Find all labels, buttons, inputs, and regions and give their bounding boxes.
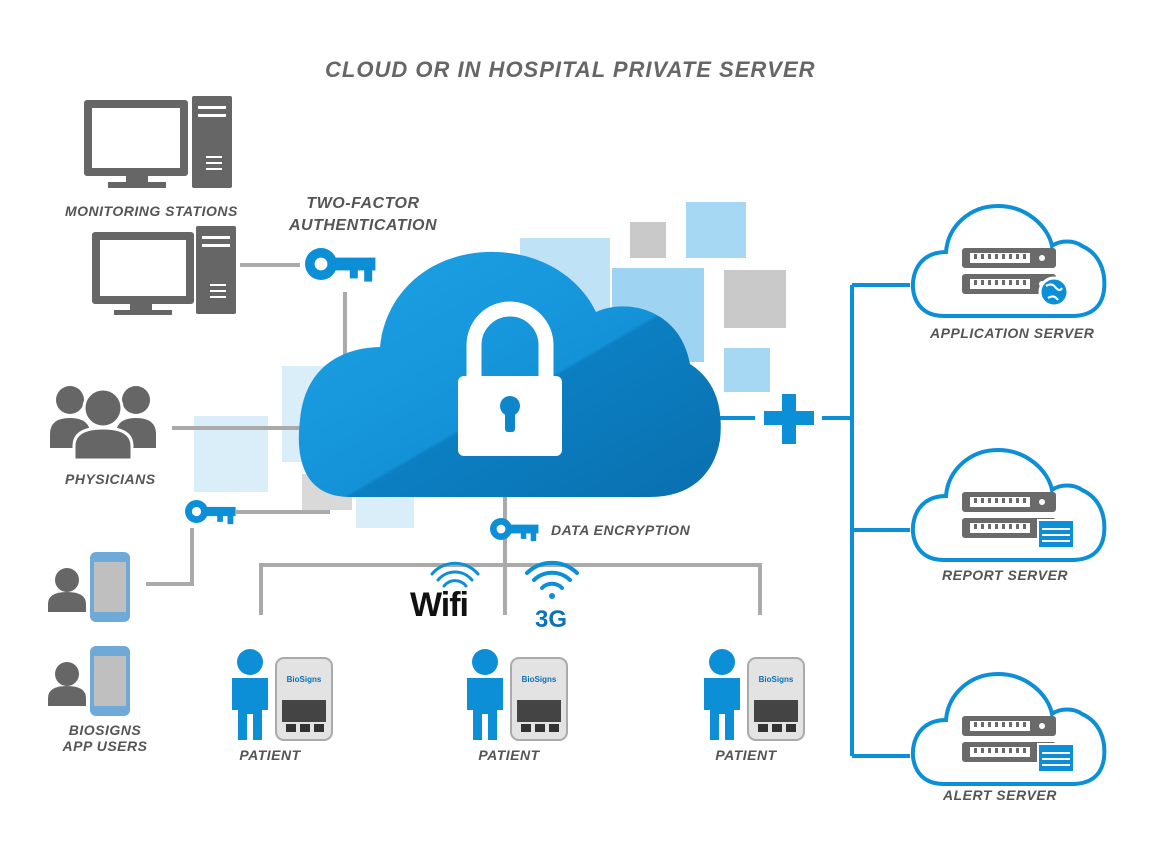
application-server-cloud — [910, 203, 1107, 318]
monitoring-stations-label: MONITORING STATIONS — [65, 203, 238, 219]
connector-lines — [146, 263, 762, 615]
alert-server-label: ALERT SERVER — [943, 787, 1057, 803]
decorative-squares — [194, 202, 786, 528]
patient-with-device: BioSigns — [232, 649, 333, 741]
report-server-label: REPORT SERVER — [942, 567, 1069, 583]
app-users-line-1: BIOSIGNS — [68, 722, 142, 738]
app-user-icon — [48, 552, 130, 622]
patient-with-device: BioSigns — [467, 649, 568, 741]
patient-label: PATIENT — [478, 747, 540, 763]
server-bus-lines — [720, 283, 910, 758]
device-brand-label: BioSigns — [759, 675, 794, 684]
key-icon — [305, 248, 376, 282]
physicians-label: PHYSICIANS — [65, 471, 156, 487]
monitoring-station-computer — [84, 96, 232, 188]
two-factor-authentication-label: TWO-FACTOR AUTHENTICATION — [263, 193, 463, 237]
key-icon — [490, 518, 539, 542]
alert-server-cloud — [910, 671, 1107, 786]
physicians-group-icon — [50, 386, 156, 462]
plus-icon — [764, 394, 814, 444]
device-brand-label: BioSigns — [522, 675, 557, 684]
diagram-title: CLOUD OR IN HOSPITAL PRIVATE SERVER — [325, 57, 816, 82]
report-server-cloud — [910, 447, 1107, 562]
patient-with-device: BioSigns — [704, 649, 805, 741]
two-factor-line-1: TWO-FACTOR — [306, 195, 420, 212]
two-factor-line-2: AUTHENTICATION — [288, 217, 438, 234]
network-3g-label: 3G — [535, 606, 568, 633]
app-users-line-2: APP USERS — [62, 738, 148, 754]
main-cloud — [298, 251, 721, 497]
data-encryption-label: DATA ENCRYPTION — [551, 522, 691, 538]
patient-label: PATIENT — [239, 747, 301, 763]
lock-icon — [458, 301, 562, 456]
app-user-icon — [48, 646, 130, 716]
device-brand-label: BioSigns — [287, 675, 322, 684]
biosigns-app-users-label: BIOSIGNS APP USERS — [55, 722, 155, 754]
wifi-icon — [430, 561, 480, 588]
application-server-label: APPLICATION SERVER — [930, 325, 1095, 341]
patient-label: PATIENT — [715, 747, 777, 763]
key-icon — [185, 500, 236, 525]
wifi-label: Wifi — [410, 586, 469, 624]
signal-3g-icon — [525, 560, 579, 599]
monitoring-station-computer — [92, 226, 236, 315]
